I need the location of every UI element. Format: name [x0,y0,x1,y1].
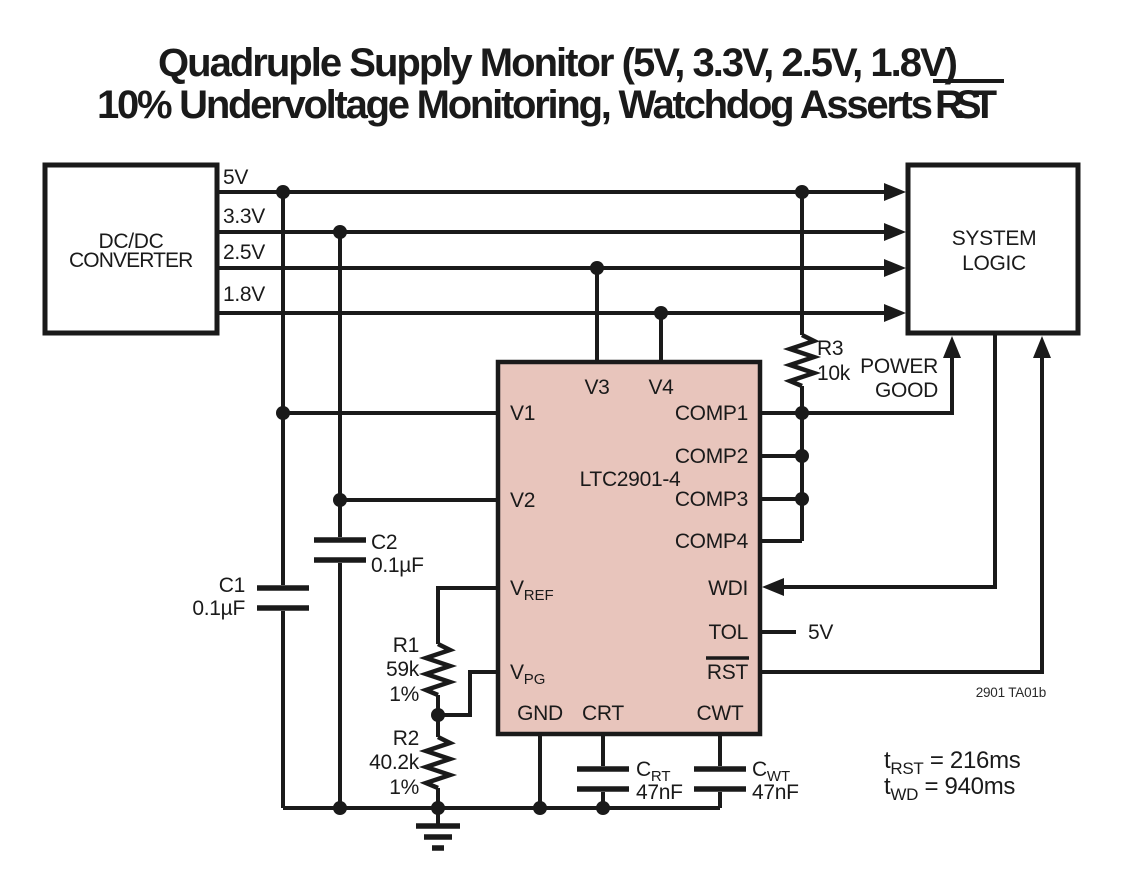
junction-dot [795,406,809,420]
pin-label-gnd: GND [517,702,563,725]
capacitor-c1-symbol [257,585,309,611]
arrowhead-wdi-icon [762,578,784,596]
junction-dot [276,185,290,199]
rail-label-3v3: 3.3V [223,205,265,228]
cwt-ref-label: CWT [752,758,790,785]
wire-vpg [438,670,498,717]
capacitor-cwt-symbol [694,766,746,792]
junction-dot [795,185,809,199]
resistor-r1-symbol [418,641,458,698]
r2-ref-label: R2 [393,727,419,750]
rail-label-2v5: 2.5V [223,241,265,264]
c1-value-label: 0.1µF [192,597,245,620]
arrowhead-5v-icon [884,183,906,201]
junction-dot [333,225,347,239]
system-logic-label-line2: LOGIC [962,252,1026,275]
pin-label-comp4: COMP4 [675,530,749,553]
ic-part-number: LTC2901-4 [580,468,681,491]
power-good-label-line2: GOOD [875,379,938,402]
arrowhead-3v3-icon [884,223,906,241]
wire-wdi [782,333,997,589]
junction-dot [276,406,290,420]
pin-label-v4: V4 [648,376,674,399]
title-line1: Quadruple Supply Monitor (5V, 3.3V, 2.5V… [158,41,958,85]
junction-dot [431,801,445,815]
capacitor-c2-symbol [314,537,366,563]
pin-label-rst: RST [707,661,749,684]
junction-dot [431,708,445,722]
arrowhead-rst-icon [1033,336,1051,358]
junction-dot [654,306,668,320]
pin-label-comp3: COMP3 [675,488,748,511]
junction-dot [590,261,604,275]
r1-tolerance-label: 1% [389,683,419,706]
r1-ref-label: R1 [393,634,419,657]
resistor-r2-symbol [418,734,458,791]
ground-icon [416,823,460,851]
wire-vref [436,586,498,644]
junction-dot [333,493,347,507]
crt-ref-label: CRT [636,758,671,785]
arrowhead-power-good-icon [943,336,961,358]
resistor-r3-symbol [782,332,822,389]
pin-label-tol: TOL [708,621,748,644]
c1-ref-label: C1 [219,574,245,597]
tol-supply-label: 5V [808,621,833,644]
pin-label-v1: V1 [510,402,535,425]
pin-label-vpg: VPG [510,661,545,688]
rail-label-5v: 5V [223,166,248,189]
title-line2-rst: RST [935,83,997,127]
wire-power-good [802,356,954,415]
pin-label-v2: V2 [510,489,535,512]
r3-ref-label: R3 [817,337,843,360]
junction-dot [795,492,809,506]
c2-ref-label: C2 [371,531,397,554]
r1-value-label: 59k [386,658,420,681]
timing-twd: tWD = 940ms [884,773,1015,804]
junction-dot [795,449,809,463]
dcdc-label-line2: CONVERTER [69,249,193,272]
cwt-value-label: 47nF [752,781,799,804]
crt-value-label: 47nF [636,781,683,804]
r2-tolerance-label: 1% [389,776,419,799]
pin-label-crt: CRT [582,702,624,725]
pin-label-v3: V3 [584,376,609,399]
title-line2-prefix: 10% Undervoltage Monitoring, Watchdog As… [97,83,933,127]
pin-label-comp2: COMP2 [675,445,748,468]
system-logic-label-line1: SYSTEM [952,227,1037,250]
dcdc-converter-block [42,162,220,336]
junction-dot [533,801,547,815]
rail-label-1v8: 1.8V [223,283,265,306]
timing-trst: tRST = 216ms [884,747,1021,778]
junction-dot [333,801,347,815]
junction-dot [596,801,610,815]
pin-label-vref: VREF [510,577,554,604]
c2-value-label: 0.1µF [371,554,424,577]
pin-label-wdi: WDI [708,577,748,600]
power-good-label-line1: POWER [860,355,938,378]
r3-value-label: 10k [817,362,851,385]
pin-label-cwt: CWT [697,702,744,725]
ltc2901-ic-block [495,359,763,737]
dcdc-label-line1: DC/DC [99,230,164,253]
system-logic-block [905,162,1081,336]
capacitor-crt-symbol [577,766,629,792]
arrowhead-2v5-icon [884,259,906,277]
arrowhead-1v8-icon [884,304,906,322]
wire-rst [760,356,1044,674]
r2-value-label: 40.2k [369,751,420,774]
pin-label-comp1: COMP1 [675,402,748,425]
figure-id: 2901 TA01b [976,685,1046,700]
